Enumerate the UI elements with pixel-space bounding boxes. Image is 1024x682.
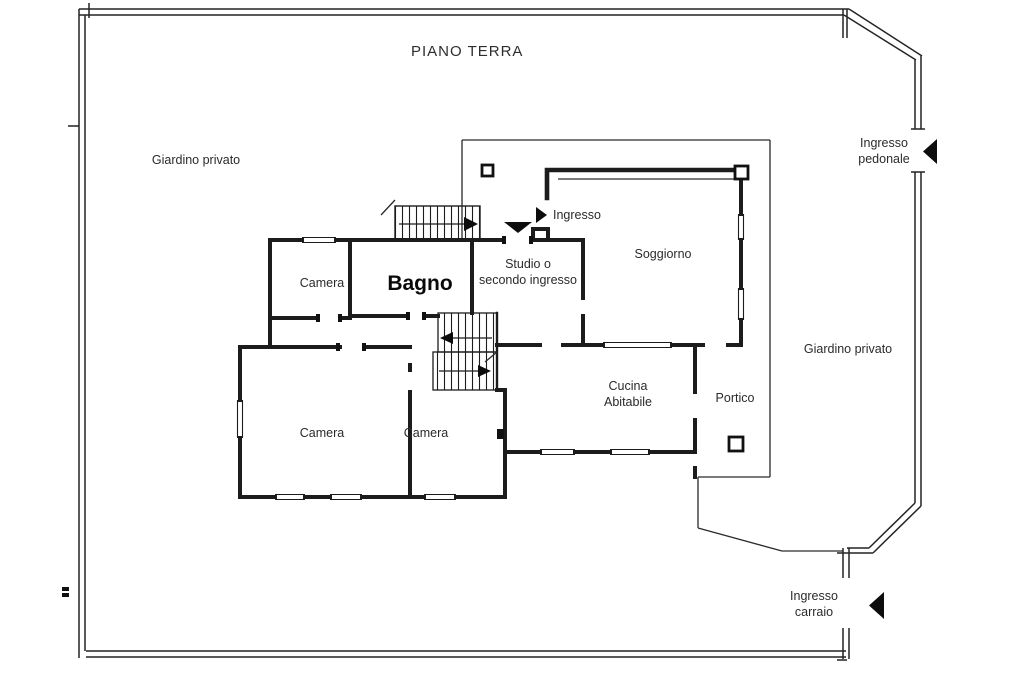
pedestrian-entrance-label-line2: pedonale — [858, 152, 909, 166]
pedestrian-gate-arrow-icon — [923, 139, 937, 164]
entrance-door-arrow-icon — [504, 222, 532, 233]
driveway-gate-arrow-icon — [869, 592, 884, 619]
stair-direction-arrow-icon — [464, 217, 478, 231]
room-label-camera-s: Camera — [404, 426, 449, 440]
room-label-studio-line1: Studio o — [505, 257, 551, 271]
fence-annotation-mark — [62, 587, 69, 591]
garden-right-label: Giardino privato — [804, 342, 892, 356]
portico-pillar — [727, 435, 745, 453]
room-label-cucina-line2: Abitabile — [604, 395, 652, 409]
room-label-camera-nw: Camera — [300, 276, 345, 290]
terrace-pillar — [480, 163, 495, 178]
external-staircase — [380, 199, 481, 241]
room-label-portico: Portico — [716, 391, 755, 405]
room-label-soggiorno: Soggiorno — [635, 247, 692, 261]
room-label-camera-sw: Camera — [300, 426, 345, 440]
pedestrian-entrance-label-line1: Ingresso — [860, 136, 908, 150]
driveway-entrance-label-line1: Ingresso — [790, 589, 838, 603]
stair-up-arrow-icon — [440, 332, 453, 344]
soggiorno-corner-pillar — [733, 164, 750, 181]
fence-annotation-mark — [62, 593, 69, 597]
main-entrance-label: Ingresso — [553, 208, 601, 222]
room-label-studio-line2: secondo ingresso — [479, 273, 577, 287]
room-label-bagno: Bagno — [387, 272, 452, 295]
fixture-block — [497, 429, 504, 439]
garden-left-label: Giardino privato — [152, 153, 240, 167]
internal-staircase — [432, 312, 498, 391]
driveway-entrance-label-line2: carraio — [795, 605, 833, 619]
room-label-cucina-line1: Cucina — [609, 379, 648, 393]
main-entrance-arrow-icon — [536, 207, 547, 223]
garden-fence — [62, 3, 925, 661]
labels: PIANO TERRA Giardino privato Giardino pr… — [152, 43, 910, 619]
windows — [236, 214, 745, 501]
pillars — [480, 163, 750, 453]
stair-down-arrow-icon — [478, 365, 491, 377]
terrace-and-driveway-outline — [461, 139, 843, 552]
page-title: PIANO TERRA — [411, 43, 523, 60]
entrance-arrows — [504, 139, 937, 619]
building-walls — [238, 167, 748, 499]
